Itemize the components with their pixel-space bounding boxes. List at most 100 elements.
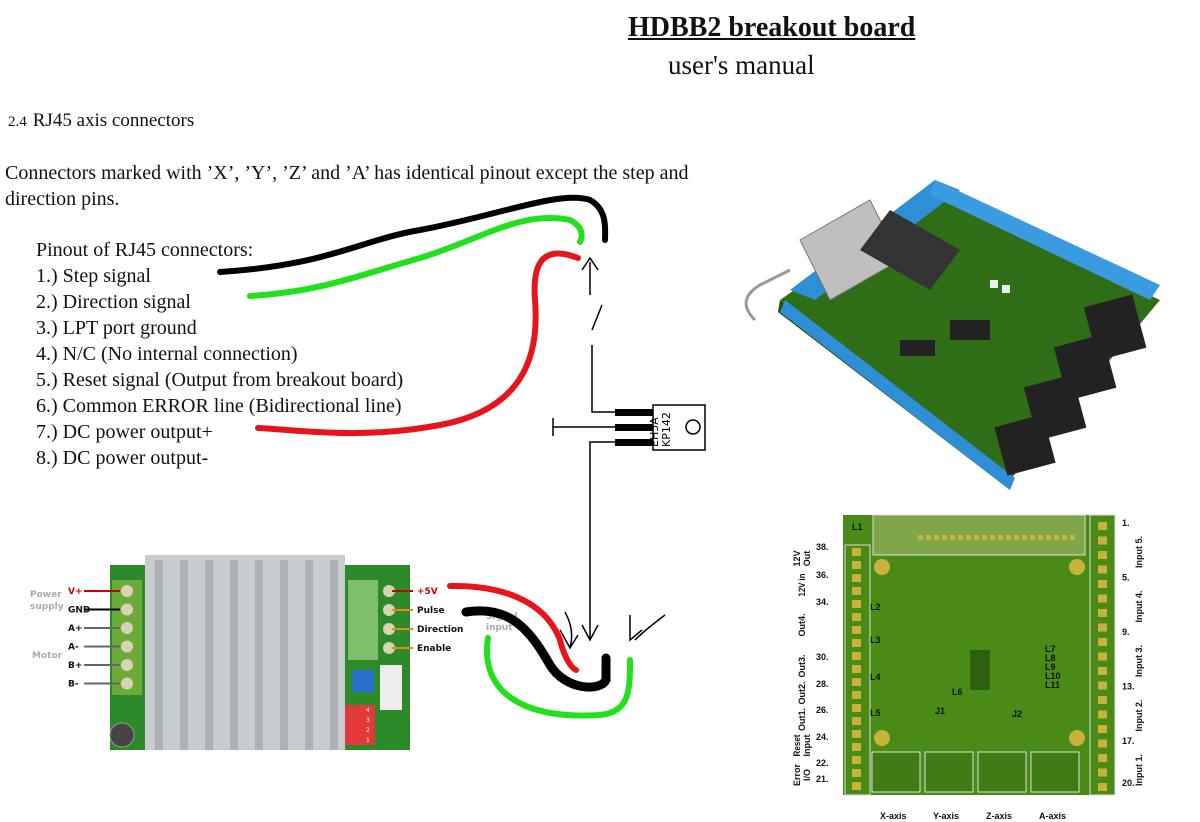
pcb-group-label: Out [802,551,812,567]
pcb-pin-number: 21. [816,774,829,784]
driver-terminal-label: A- [68,643,79,653]
pcb-pad [1098,710,1107,719]
pcb-pad [1098,536,1107,545]
mounting-hole [1069,559,1085,575]
pcb-pad [942,535,947,540]
pcb-pad [852,678,861,686]
silkscreen-label: L3 [870,635,881,645]
pcb-pad [852,652,861,660]
mounting-hole [874,730,890,746]
dip-label: 1 [366,737,370,744]
pcb-pad [852,574,861,582]
signal-input-label: input [486,623,513,633]
pinout-heading: Pinout of RJ45 connectors: [36,239,254,261]
regulator-label: KP142 [660,412,673,447]
pcb-group-label: 12V [792,550,802,566]
terminal-screw [383,604,395,616]
pcb-pin-number: 22. [816,758,829,768]
dip-label: 3 [366,717,370,724]
driver-terminal-label: V+ [68,587,83,597]
pcb-pad [1098,652,1107,661]
driver-terminal-label: Pulse [417,606,445,616]
pcb-pad [852,743,861,751]
pcb-pad [926,535,931,540]
silkscreen-label: J2 [1012,709,1022,719]
signal-terminal-block [348,580,378,660]
driver-terminal-label: Enable [417,644,451,654]
power-supply-label: supply [30,602,64,612]
potentiometer [352,670,374,692]
terminal-screw [383,642,395,654]
silkscreen-label: L1 [852,522,863,532]
pcb-pin-number: 1. [1122,518,1130,528]
pcb-group-label: Input 5. [1134,536,1144,568]
pinout-item: 5.) Reset signal (Output from breakout b… [36,369,404,391]
terminal-screw [121,677,133,690]
pcb-pad [852,600,861,608]
axis-label: Z-axis [986,811,1012,821]
pcb-group-label: Out3. [797,654,807,677]
pcb-pad [852,769,861,777]
pcb-pad [1098,580,1107,588]
pcb-pad [1098,623,1107,632]
pcb-group-label: Input 3. [1134,645,1144,677]
pcb-group-label: I/O [802,769,812,781]
pcb-pin-number: 13. [1122,682,1135,692]
pcb-pad [982,535,987,540]
silkscreen-label: L4 [870,672,881,682]
pcb-pad [1098,551,1107,559]
pcb-pad [852,548,861,556]
terminal-screw [121,603,133,616]
pcb-pad [1098,522,1107,530]
rj45-footprint [871,751,921,793]
motor-terminal-block [112,580,142,695]
regulator-label: EH5A [648,417,661,447]
pcb-pad [1098,768,1107,777]
axis-label: A-axis [1039,811,1066,821]
silkscreen-label: L6 [952,687,963,697]
pcb-pin-number: 38. [816,542,829,552]
terminal-screw [383,585,395,597]
driver-terminal-label: Direction [417,625,463,635]
pinout-item: 2.) Direction signal [36,291,191,313]
terminal-screw [121,585,133,597]
pcb-pin-number: 36. [816,570,829,580]
dip-switch [345,705,375,745]
pcb-pad [1098,609,1107,617]
driver-terminal-label: B- [68,680,79,690]
breakout-board-3d [744,180,1160,490]
pcb-pin-number: 9. [1122,627,1130,637]
pcb-pad [1014,535,1019,540]
pcb-pin-number: 28. [816,679,829,689]
axis-label: Y-axis [933,811,959,821]
pcb-pad [852,730,861,738]
pcb-pad [990,535,995,540]
motor-label: Motor [32,651,63,661]
terminal-screw [121,640,133,653]
pcb-pad [1098,783,1107,791]
pcb-pin-number: 30. [816,652,829,662]
silkscreen-label: L11 [1045,680,1060,690]
pcb-pad [852,756,861,764]
pcb-pad [1022,535,1027,540]
pcb-pad [852,613,861,621]
terminal-screw [121,659,133,671]
pcb-pad [1038,535,1043,540]
pcb-pin-number: 24. [816,732,829,742]
pcb-pad [958,535,963,540]
pcb-group-label: 12V in [797,574,807,597]
silkscreen-label: L5 [870,708,881,718]
pcb-pad [1098,594,1107,603]
pcb-pad [1006,535,1011,540]
pcb-pad [1098,667,1107,675]
pcb-pad [998,535,1003,540]
silkscreen-label: L2 [870,602,881,612]
pcb-pad [1046,535,1051,540]
pinout-item: 6.) Common ERROR line (Bidirectional lin… [36,395,402,417]
pinout-item: 8.) DC power output- [36,447,209,469]
pcb-pad [1054,535,1059,540]
